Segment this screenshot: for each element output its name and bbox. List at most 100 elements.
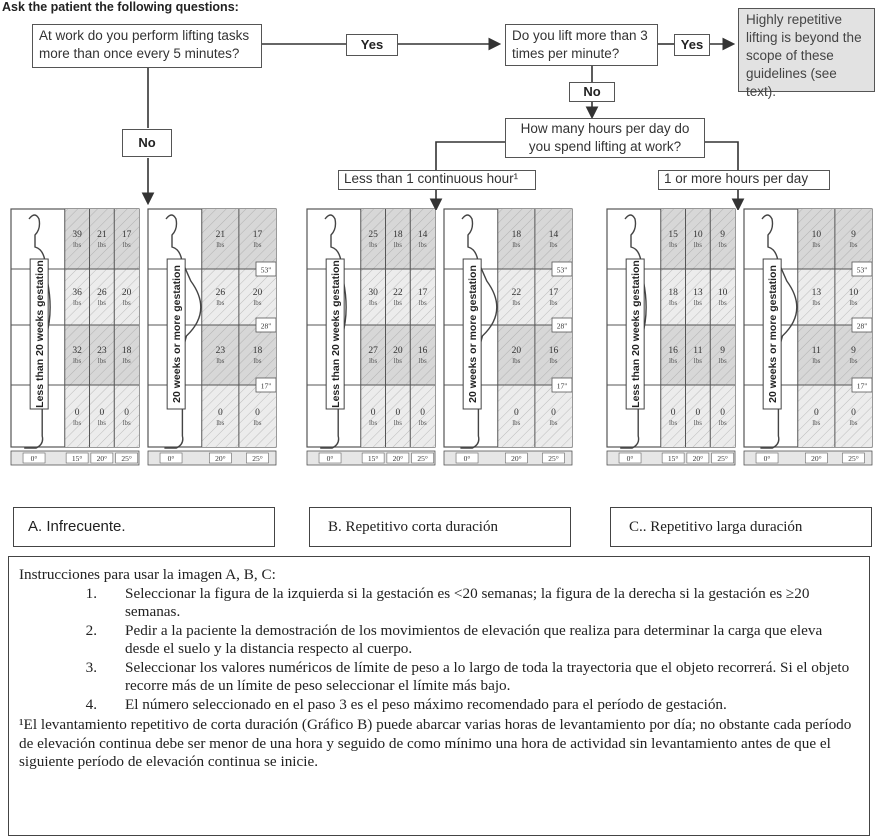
weight-unit: lbs [669,241,677,249]
angle-label: 25° [548,454,559,463]
height-marker [851,261,873,277]
weight-value: 11 [812,346,821,356]
weight-value: 0 [420,408,425,418]
weight-value: 36 [72,288,82,298]
weight-value: 10 [718,288,728,298]
angle-box [661,452,685,464]
weight-unit: lbs [419,299,427,307]
weight-value: 17 [549,288,559,298]
height-marker-label: 53" [857,266,868,275]
weight-value: 16 [668,346,678,356]
angle-box [159,452,183,464]
no-label: No [569,82,615,102]
gestation-label-box [166,258,186,410]
weight-value: 9 [720,346,725,356]
gestation-label-box [762,258,782,410]
weight-unit: lbs [669,299,677,307]
height-marker-label: 53" [261,266,272,275]
hatch-overlay [64,209,139,447]
weight-unit: lbs [549,419,557,427]
weight-unit: lbs [849,419,857,427]
weight-value: 18 [122,346,132,356]
weight-value: 9 [851,230,856,240]
caption-a: A. Infrecuente. [13,507,275,547]
weight-value: 11 [693,346,702,356]
weight-value: 20 [122,288,132,298]
weight-unit: lbs [369,419,377,427]
height-marker-label: 17" [857,382,868,391]
weight-unit: lbs [512,241,520,249]
weight-value: 0 [671,408,676,418]
weight-unit: lbs [549,357,557,365]
angle-box [22,452,46,464]
no-label: No [122,129,172,157]
option-short-duration: Less than 1 continuous hour¹ [338,170,536,190]
weight-value: 10 [693,230,703,240]
weight-value: 0 [396,408,401,418]
height-marker [551,261,573,277]
weight-unit: lbs [369,299,377,307]
weight-unit: lbs [669,419,677,427]
height-marker [851,317,873,333]
body-silhouette [760,214,798,449]
weight-unit: lbs [253,299,261,307]
angle-label: 25° [252,454,263,463]
angle-label: 20° [511,454,522,463]
weight-unit: lbs [419,357,427,365]
angle-box [805,452,828,464]
gestation-label: Less than 20 weeks gestation [330,260,342,408]
weight-value: 16 [549,346,559,356]
weight-value: 10 [812,230,822,240]
gestation-label-box [462,258,482,410]
gestation-label: 20 weeks or more gestation [467,265,479,403]
weight-unit: lbs [123,299,131,307]
angle-label: 25° [848,454,859,463]
height-marker-label: 17" [557,382,568,391]
weight-value: 20 [253,288,263,298]
weight-unit: lbs [669,357,677,365]
weight-value: 20 [393,346,403,356]
gestation-label: 20 weeks or more gestation [767,265,779,403]
angle-label: 20° [811,454,822,463]
right-figure: 20 weeks or more gestation18lbs14lbs22lb… [443,208,573,466]
weight-unit: lbs [98,241,106,249]
weight-value: 9 [720,230,725,240]
instruction-step: 1.Seleccionar la figura de la izquierda … [85,584,810,621]
angle-label: 0° [168,454,175,463]
weight-value: 0 [514,408,519,418]
weight-unit: lbs [719,299,727,307]
weight-value: 0 [100,408,105,418]
weight-value: 21 [97,230,107,240]
weight-unit: lbs [849,357,857,365]
weight-unit: lbs [73,299,81,307]
weight-unit: lbs [549,299,557,307]
weight-value: 0 [75,408,80,418]
weight-value: 9 [851,346,856,356]
footnote: ¹El levantamiento repetitivo de corta du… [19,716,852,770]
angle-box [755,452,779,464]
yes-label: Yes [346,34,398,56]
weight-value: 23 [216,346,226,356]
height-marker [255,317,277,333]
weight-value: 23 [97,346,107,356]
weight-unit: lbs [216,299,224,307]
angle-label: 15° [368,454,379,463]
height-marker-label: 28" [557,322,568,331]
right-figure: 20 weeks or more gestation10lbs9lbs13lbs… [743,208,873,466]
hatch-overlay [660,209,735,447]
weight-unit: lbs [216,357,224,365]
angle-label: 0° [31,454,38,463]
weight-unit: lbs [419,419,427,427]
angle-box [542,452,565,464]
angle-box [246,452,269,464]
weight-unit: lbs [419,241,427,249]
weight-value: 22 [393,288,403,298]
instructions-title: Instrucciones para usar la imagen A, B, … [19,566,276,583]
weight-unit: lbs [73,357,81,365]
weight-value: 18 [512,230,522,240]
weight-unit: lbs [123,357,131,365]
angle-label: 20° [215,454,226,463]
weight-unit: lbs [849,299,857,307]
weight-value: 0 [814,408,819,418]
